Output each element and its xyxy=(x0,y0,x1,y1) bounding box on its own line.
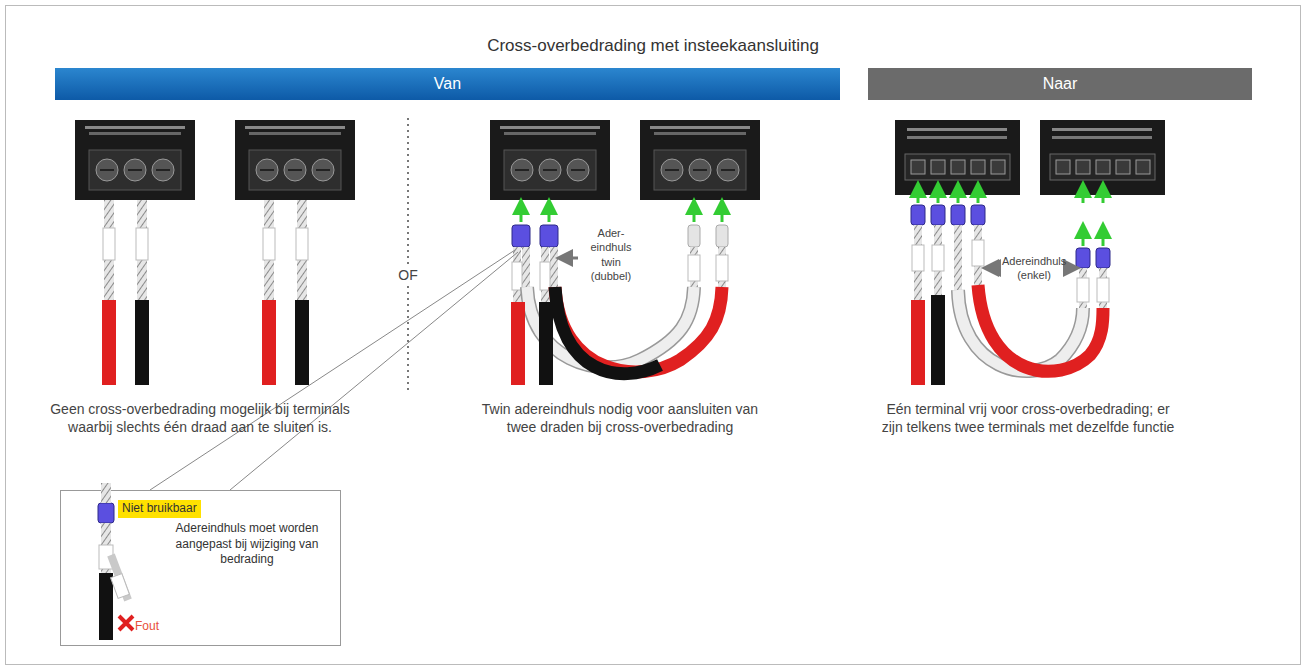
caption-text: Twin adereindhuls nodig voor aansluiten … xyxy=(470,400,770,436)
part-label: Adereindhuls (enkel) xyxy=(1002,254,1066,283)
part-label: Ader- eindhuls twin (dubbel) xyxy=(580,226,642,283)
diagram-title: Cross-overbedrading met insteekaansluiti… xyxy=(0,36,1306,56)
header-band: Van xyxy=(55,68,840,100)
band-heading: Van xyxy=(434,75,461,93)
callout-note: Adereindhuls moet worden aangepast bij w… xyxy=(161,521,333,568)
warning-tag: Niet bruikbaar xyxy=(118,500,201,518)
header-band: Naar xyxy=(868,68,1252,100)
or-separator: OF xyxy=(392,266,424,284)
band-heading: Naar xyxy=(1043,75,1078,93)
caption-text: Geen cross-overbedrading mogelijk bij te… xyxy=(50,400,350,436)
callout-box: Niet bruikbaarAdereindhuls moet worden a… xyxy=(61,491,340,645)
caption-text: Eén terminal vrij voor cross-overbedradi… xyxy=(878,400,1178,436)
error-mark: Fout xyxy=(135,619,159,635)
